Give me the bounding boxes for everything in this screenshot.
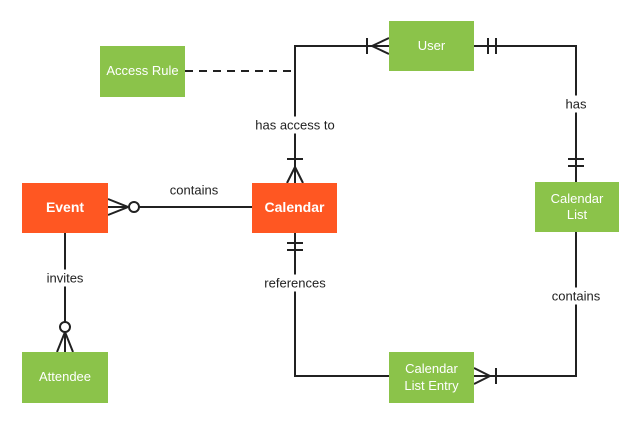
edge-contains-event-calendar xyxy=(107,198,252,216)
one-and-only-one-icon xyxy=(287,242,303,251)
entity-event[interactable]: Event xyxy=(22,183,108,233)
entity-calendar-list-entry[interactable]: Calendar List Entry xyxy=(389,352,474,403)
relationship-label-contains-2: contains xyxy=(547,287,605,305)
edge-references-calendar-entry xyxy=(287,232,389,377)
relationship-label-references: references xyxy=(260,274,330,292)
relationship-label-has: has xyxy=(561,95,591,113)
one-or-many-crows-foot-icon xyxy=(473,367,497,385)
entity-calendar-list[interactable]: Calendar List xyxy=(535,182,619,232)
zero-or-many-crows-foot-icon xyxy=(107,198,140,216)
one-and-only-one-icon xyxy=(487,38,497,54)
edge-invites-event-attendee xyxy=(56,232,74,353)
edge-has-user-calendar-list xyxy=(474,38,584,182)
entity-attendee[interactable]: Attendee xyxy=(22,352,108,403)
one-or-many-crows-foot-icon xyxy=(366,37,390,55)
edge-has-access-to-calendar-user xyxy=(286,37,390,184)
relationship-label-invites: invites xyxy=(42,269,88,287)
entity-user[interactable]: User xyxy=(389,21,474,71)
one-and-only-one-icon xyxy=(568,158,584,167)
relationship-label-contains: contains xyxy=(165,181,223,199)
zero-or-many-crows-foot-icon xyxy=(56,321,74,353)
entity-calendar[interactable]: Calendar xyxy=(252,183,337,233)
one-or-many-crows-foot-icon xyxy=(286,158,304,184)
edge-contains-calendar-list-entry xyxy=(473,232,577,385)
relationship-label-has-access-to: has access to xyxy=(251,116,339,134)
entity-access-rule[interactable]: Access Rule xyxy=(100,46,185,97)
